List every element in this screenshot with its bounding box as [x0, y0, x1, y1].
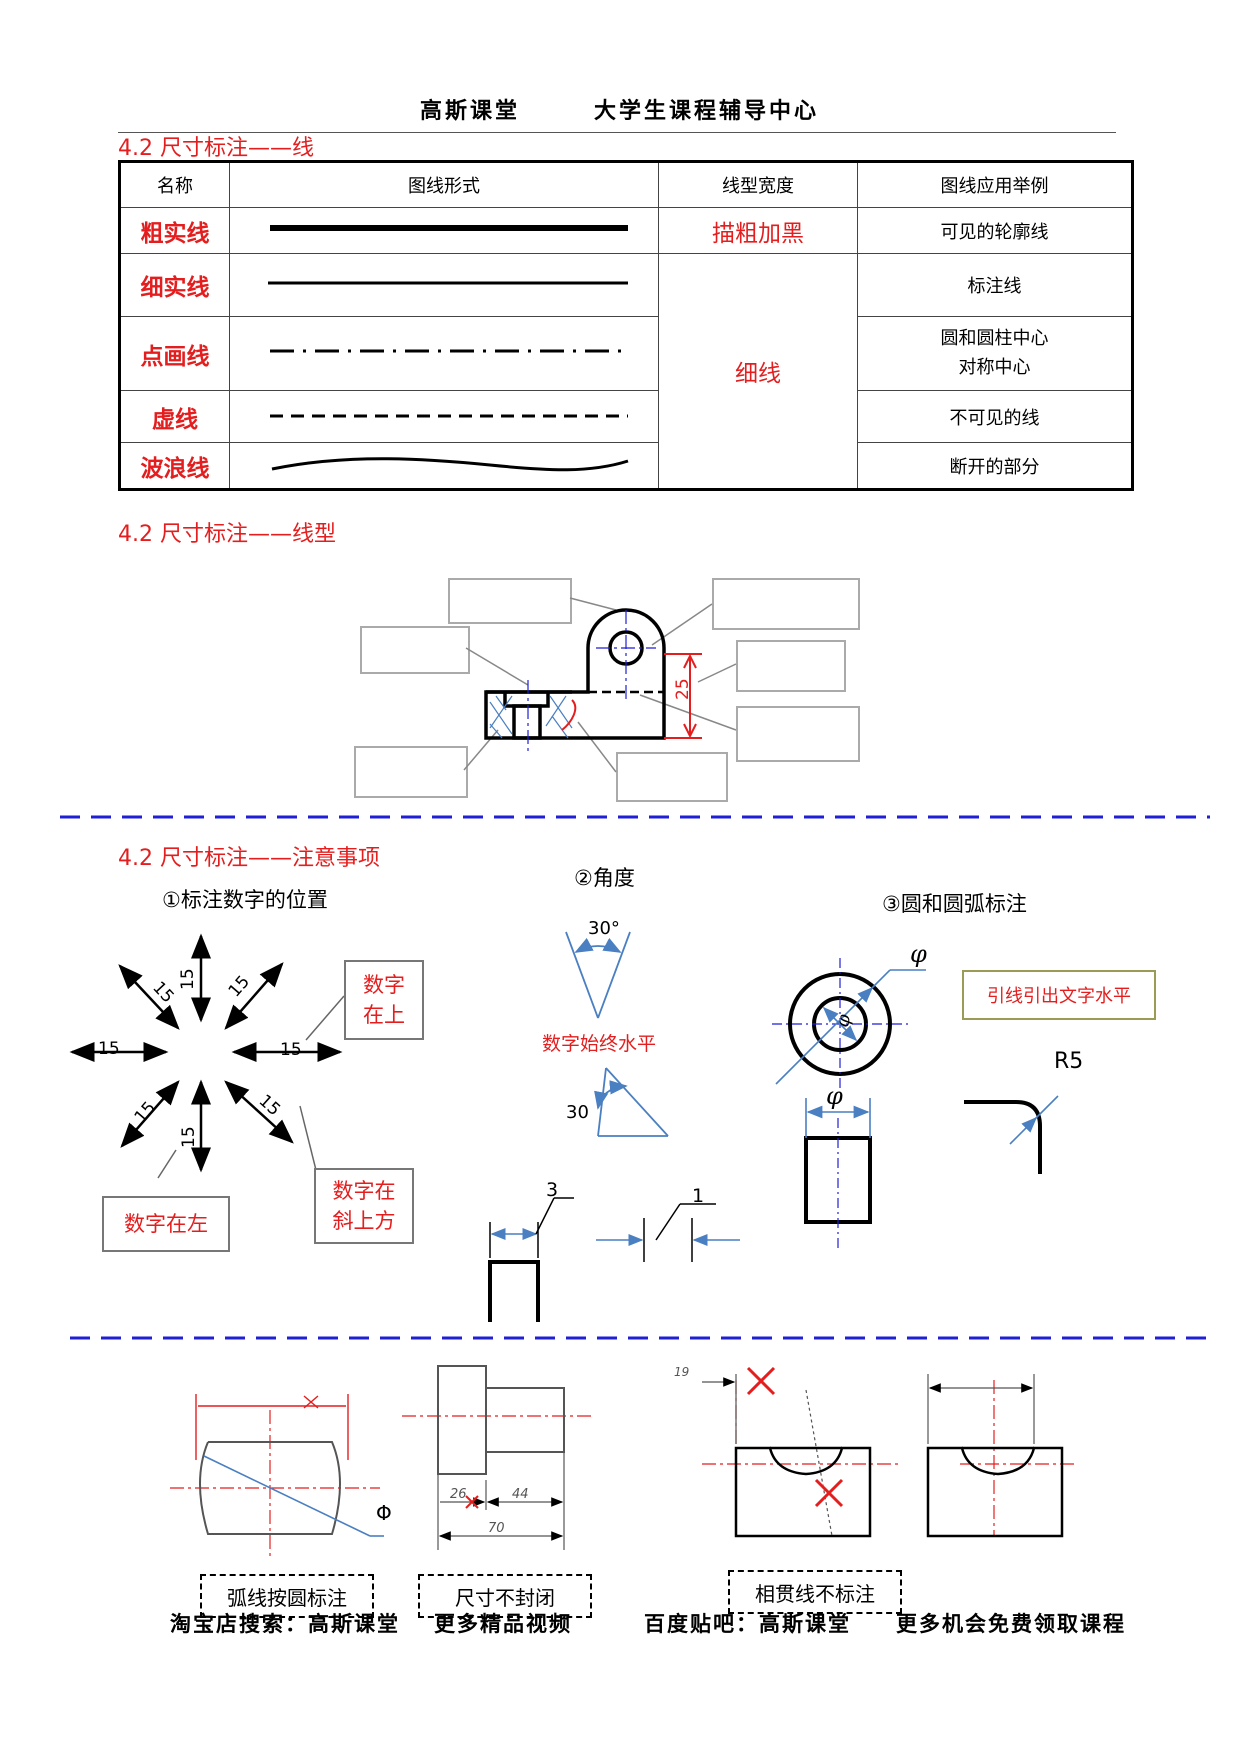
subtitle-circle-arc: ③圆和圆弧标注 — [882, 892, 1027, 916]
line-type-table: 名称 图线形式 线型宽度 图线应用举例 粗实线 描粗加黑 可见的轮廓线 细实线 … — [118, 160, 1134, 491]
footer-free-courses: 更多机会免费领取课程 — [896, 1611, 1126, 1636]
blank-label-box — [736, 706, 860, 762]
section-title-notes: 4.2 尺寸标注——注意事项 — [118, 846, 380, 871]
row-name-dashed: 虚线 — [119, 390, 230, 443]
note-intersection: 相贯线不标注 — [728, 1570, 902, 1614]
width-thin: 细线 — [658, 253, 858, 490]
note-number-slant-1: 数字在 — [332, 1178, 396, 1203]
angle-diagram: 30° 30 数字始终水平 3 1 — [488, 918, 740, 1322]
common-errors-diagram: Φ 26 44 70 19 — [170, 1365, 1078, 1560]
sample-dashed-line — [229, 390, 659, 443]
row-name-thin: 细实线 — [119, 253, 230, 317]
usage-thick: 可见的轮廓线 — [857, 207, 1133, 254]
header-left: 高斯课堂 — [420, 98, 521, 124]
section-title-linetypes: 4.2 尺寸标注——线型 — [118, 522, 336, 547]
blank-label-box — [712, 578, 860, 630]
sample-thick-line — [229, 207, 659, 254]
usage-wavy: 断开的部分 — [857, 442, 1133, 490]
note-number-left: 数字在左 — [102, 1196, 230, 1252]
bracket-part-drawing: 25 — [463, 597, 737, 773]
dim-3: 3 — [546, 1179, 558, 1201]
header-rule — [118, 132, 1116, 133]
dim-70: 70 — [488, 1521, 505, 1536]
header-right: 大学生课程辅导中心 — [594, 98, 820, 124]
footer-baidu: 百度贴吧：高斯课堂 — [644, 1611, 851, 1636]
angle-note: 数字始终水平 — [542, 1033, 656, 1055]
note-open-dimension: 尺寸不封闭 — [418, 1574, 592, 1618]
num-label: 15 — [178, 968, 198, 990]
blank-label-box — [616, 752, 728, 802]
r5-label: R5 — [1054, 1049, 1083, 1074]
blank-label-box — [448, 578, 572, 624]
row-name-thick: 粗实线 — [119, 207, 230, 254]
note-number-top: 数字在上 — [344, 960, 424, 1040]
dim-26: 26 — [450, 1487, 467, 1502]
phi-label: φ — [910, 940, 927, 968]
width-thick: 描粗加黑 — [658, 207, 858, 254]
dim-25: 25 — [673, 678, 693, 700]
dim-44: 44 — [512, 1487, 529, 1502]
section-divider — [60, 815, 1210, 819]
footer-videos: 更多精品视频 — [434, 1611, 572, 1636]
num-label: 15 — [98, 1039, 120, 1059]
subtitle-angle: ②角度 — [574, 866, 635, 890]
blank-label-box — [736, 640, 846, 692]
circle-arc-diagram: φ φ φ R5 — [772, 940, 1083, 1250]
note-number-slant: 数字在斜上方 — [314, 1168, 414, 1244]
usage-dashdot-1: 圆和圆柱中心 — [940, 327, 1049, 349]
sample-thin-line — [229, 253, 659, 317]
col-header-usage: 图线应用举例 — [857, 161, 1133, 208]
leader-note: 引线引出文字水平 — [962, 970, 1156, 1020]
note-number-slant-2: 斜上方 — [332, 1209, 396, 1233]
sample-wavy-line — [229, 442, 659, 490]
note-arc-as-circle: 弧线按圆标注 — [200, 1574, 374, 1618]
section-title-lines: 4.2 尺寸标注——线 — [118, 136, 314, 161]
note-number-top-1: 数字 — [363, 972, 405, 997]
blank-label-box — [354, 746, 468, 798]
phi-label: Φ — [376, 1501, 392, 1525]
footer-taobao: 淘宝店搜索：高斯课堂 — [170, 1611, 400, 1636]
usage-thin: 标注线 — [857, 253, 1133, 317]
angle-label: 30° — [588, 918, 620, 939]
phi-label: φ — [826, 1082, 843, 1110]
note-number-top-2: 在上 — [363, 1003, 405, 1027]
number-position-diagram: 15 15 15 15 15 15 15 15 — [69, 933, 345, 1179]
angle-label: 30 — [566, 1102, 589, 1123]
row-name-wavy: 波浪线 — [119, 442, 230, 490]
dim-19: 19 — [674, 1365, 689, 1379]
num-label: 15 — [179, 1126, 199, 1148]
usage-dashdot: 圆和圆柱中心对称中心 — [857, 316, 1133, 391]
subtitle-number-position: ①标注数字的位置 — [162, 888, 328, 912]
num-label: 15 — [280, 1040, 302, 1060]
phi-label: φ — [832, 1012, 855, 1028]
usage-dashdot-2: 对称中心 — [958, 356, 1031, 378]
dim-1: 1 — [692, 1185, 704, 1207]
col-header-width: 线型宽度 — [658, 161, 858, 208]
section-divider — [70, 1336, 1210, 1340]
